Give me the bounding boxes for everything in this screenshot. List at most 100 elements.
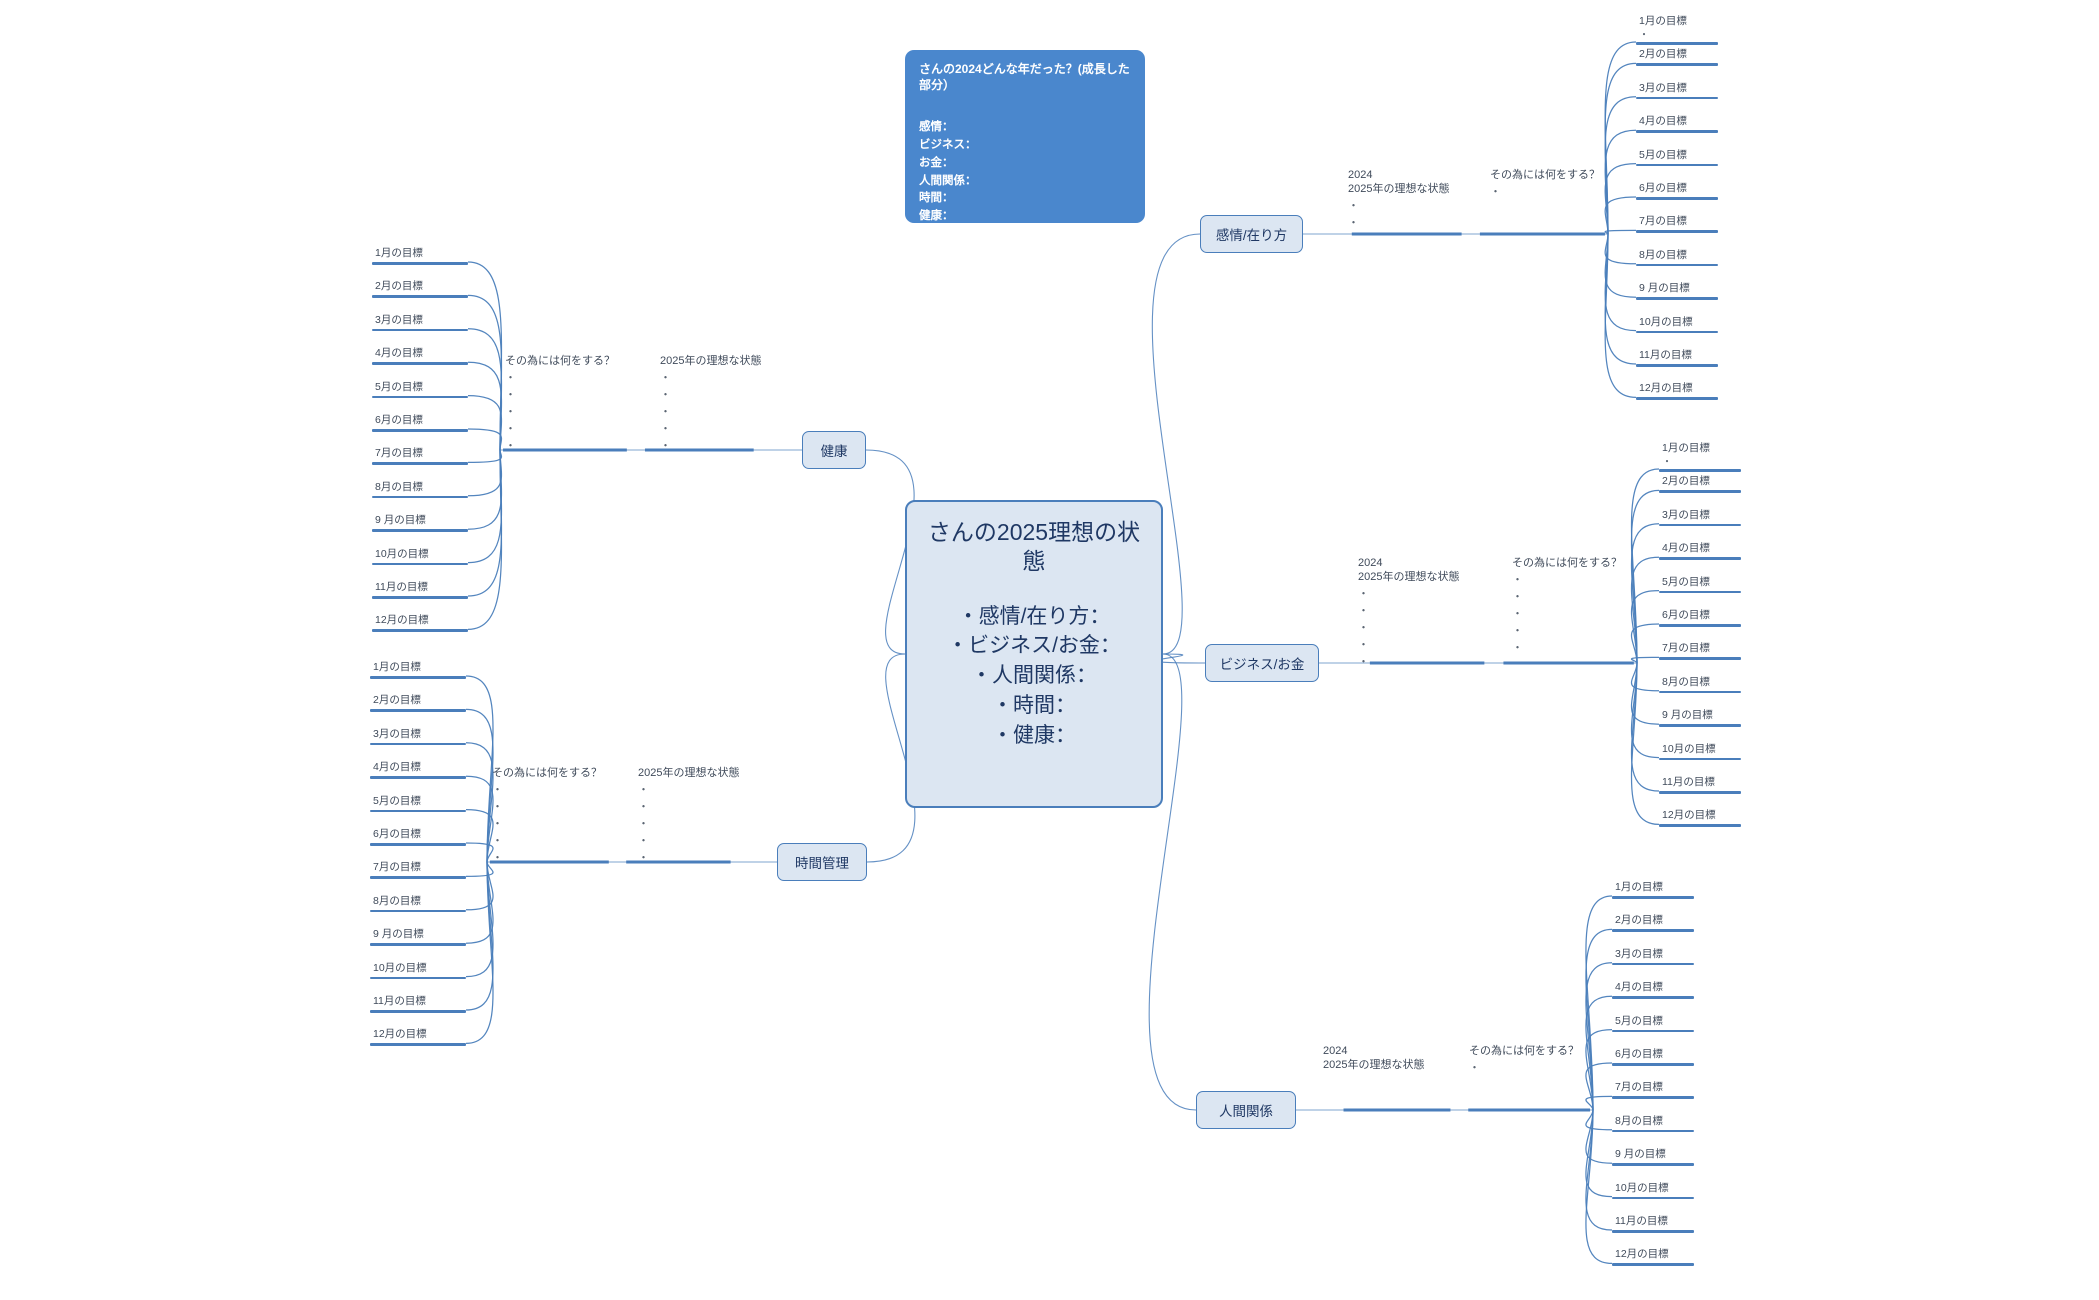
bullet-item: ・ — [660, 372, 671, 384]
month-goal-jikan-4[interactable]: 4月の目標 — [370, 760, 466, 779]
month-goal-kenkou-4[interactable]: 4月の目標 — [372, 346, 468, 365]
month-goal-kenkou-5[interactable]: 5月の目標 — [372, 380, 468, 399]
month-goal-label: 11月の目標 — [373, 995, 426, 1007]
month-goal-kenkou-2[interactable]: 2月の目標 — [372, 279, 468, 298]
month-goal-jikan-7[interactable]: 7月の目標 — [370, 860, 466, 879]
month-goal-ningen-1[interactable]: 1月の目標 — [1612, 880, 1694, 899]
branch-node-kanjou[interactable]: 感情/在り方 — [1200, 215, 1303, 253]
center-node-list: ・感情/在り方：・ビジネス/お金：・人間関係：・時間：・健康： — [921, 602, 1147, 751]
month-goal-underline — [370, 676, 466, 679]
column-header: 2025年の理想な状態 — [1358, 571, 1460, 583]
month-goal-underline — [370, 943, 466, 946]
month-goal-kenkou-12[interactable]: 12月の目標 — [372, 613, 468, 632]
month-goal-label: 5月の目標 — [1662, 575, 1710, 588]
month-goal-kanjou-7[interactable]: 7月の目標 — [1636, 214, 1718, 233]
month-goal-ningen-10[interactable]: 10月の目標 — [1612, 1181, 1694, 1200]
center-node[interactable]: さんの2025理想の状態・感情/在り方：・ビジネス/お金：・人間関係：・時間：・… — [905, 500, 1163, 808]
month-goal-label: 1月の目標 — [1639, 15, 1687, 27]
month-goal-kanjou-6[interactable]: 6月の目標 — [1636, 181, 1718, 200]
month-goal-business-5[interactable]: 5月の目標 — [1659, 575, 1741, 594]
month-goal-jikan-11[interactable]: 11月の目標 — [370, 994, 466, 1013]
month-goal-jikan-3[interactable]: 3月の目標 — [370, 727, 466, 746]
month-goal-ningen-4[interactable]: 4月の目標 — [1612, 980, 1694, 999]
column-bullets: ・・・・・ — [660, 370, 761, 455]
month-goal-ningen-12[interactable]: 12月の目標 — [1612, 1247, 1694, 1266]
month-goal-business-6[interactable]: 6月の目標 — [1659, 608, 1741, 627]
month-goal-kanjou-10[interactable]: 10月の目標 — [1636, 315, 1718, 334]
month-goal-kanjou-1[interactable]: 1月の目標・ — [1636, 14, 1718, 45]
branch-node-ningen[interactable]: 人間関係 — [1196, 1091, 1296, 1129]
column-bullets: ・ — [1469, 1060, 1579, 1077]
month-goal-kenkou-6[interactable]: 6月の目標 — [372, 413, 468, 432]
month-goal-business-7[interactable]: 7月の目標 — [1659, 641, 1741, 660]
column-bullets: ・・・・・ — [505, 370, 615, 455]
month-goal-jikan-1[interactable]: 1月の目標 — [370, 660, 466, 679]
month-goal-ningen-8[interactable]: 8月の目標 — [1612, 1114, 1694, 1133]
month-goal-label: 9 月の目標 — [1615, 1148, 1666, 1161]
month-goal-label: 7月の目標 — [375, 447, 423, 460]
bullet-item: ・ — [660, 406, 671, 418]
month-goal-business-9[interactable]: 9 月の目標 — [1659, 708, 1741, 727]
month-goal-jikan-10[interactable]: 10月の目標 — [370, 961, 466, 980]
month-goal-ningen-7[interactable]: 7月の目標 — [1612, 1080, 1694, 1099]
month-goal-kanjou-4[interactable]: 4月の目標 — [1636, 114, 1718, 133]
month-goal-jikan-2[interactable]: 2月の目標 — [370, 693, 466, 712]
month-goal-kanjou-8[interactable]: 8月の目標 — [1636, 248, 1718, 267]
month-goal-jikan-9[interactable]: 9 月の目標 — [370, 927, 466, 946]
month-goal-kanjou-5[interactable]: 5月の目標 — [1636, 148, 1718, 167]
bullet-item: ・ — [1512, 625, 1523, 637]
month-goal-jikan-12[interactable]: 12月の目標 — [370, 1027, 466, 1046]
branch-node-kenkou[interactable]: 健康 — [802, 431, 866, 469]
month-goal-underline — [1612, 996, 1694, 999]
month-goal-business-1[interactable]: 1月の目標・ — [1659, 441, 1741, 472]
month-goal-ningen-9[interactable]: 9 月の目標 — [1612, 1147, 1694, 1166]
month-goal-kenkou-1[interactable]: 1月の目標 — [372, 246, 468, 265]
month-goal-jikan-5[interactable]: 5月の目標 — [370, 794, 466, 813]
month-goal-label: 9 月の目標 — [1639, 282, 1690, 295]
month-goal-business-10[interactable]: 10月の目標 — [1659, 742, 1741, 761]
branch-node-jikan[interactable]: 時間管理 — [777, 843, 867, 881]
month-goal-label: 2月の目標 — [1639, 48, 1687, 61]
month-goal-kenkou-3[interactable]: 3月の目標 — [372, 313, 468, 332]
month-goal-label: 2月の目標 — [375, 280, 423, 293]
month-goal-ningen-6[interactable]: 6月の目標 — [1612, 1047, 1694, 1066]
month-goal-kanjou-12[interactable]: 12月の目標 — [1636, 381, 1718, 400]
month-goal-label: 12月の目標 — [1662, 809, 1716, 822]
month-goal-ningen-2[interactable]: 2月の目標 — [1612, 913, 1694, 932]
month-goal-kenkou-11[interactable]: 11月の目標 — [372, 580, 468, 599]
month-goal-jikan-6[interactable]: 6月の目標 — [370, 827, 466, 846]
month-goal-business-3[interactable]: 3月の目標 — [1659, 508, 1741, 527]
month-goal-business-11[interactable]: 11月の目標 — [1659, 775, 1741, 794]
month-goal-ningen-5[interactable]: 5月の目標 — [1612, 1014, 1694, 1033]
month-goal-label: 2月の目標 — [373, 694, 421, 707]
month-goal-business-12[interactable]: 12月の目標 — [1659, 808, 1741, 827]
month-goal-business-8[interactable]: 8月の目標 — [1659, 675, 1741, 694]
month-goal-kenkou-10[interactable]: 10月の目標 — [372, 547, 468, 566]
month-goal-business-4[interactable]: 4月の目標 — [1659, 541, 1741, 560]
month-goal-underline — [372, 362, 468, 365]
month-goal-jikan-8[interactable]: 8月の目標 — [370, 894, 466, 913]
month-goal-kenkou-9[interactable]: 9 月の目標 — [372, 513, 468, 532]
month-goal-kanjou-2[interactable]: 2月の目標 — [1636, 47, 1718, 66]
month-goal-kanjou-3[interactable]: 3月の目標 — [1636, 81, 1718, 100]
month-goal-label: 4月の目標 — [1639, 115, 1687, 128]
review-box-item: お金： — [919, 156, 954, 169]
month-goal-ningen-3[interactable]: 3月の目標 — [1612, 947, 1694, 966]
month-goal-kenkou-7[interactable]: 7月の目標 — [372, 446, 468, 465]
month-goal-label: 10月の目標 — [375, 547, 429, 560]
ideal-state-column-jikan: 2025年の理想な状態・・・・・ — [638, 768, 739, 867]
month-goal-bullet: ・ — [1662, 457, 1672, 468]
center-node-item: ・人間関係： — [971, 664, 1097, 688]
branch-node-business[interactable]: ビジネス/お金 — [1205, 644, 1319, 682]
month-goal-label: 12月の目標 — [1615, 1248, 1669, 1261]
month-goal-business-2[interactable]: 2月の目標 — [1659, 474, 1741, 493]
month-goal-ningen-11[interactable]: 11月の目標 — [1612, 1214, 1694, 1233]
month-goal-underline — [1612, 1029, 1694, 1033]
month-goal-label: 8月の目標 — [375, 480, 423, 493]
month-goal-kanjou-9[interactable]: 9 月の目標 — [1636, 281, 1718, 300]
month-goal-kenkou-8[interactable]: 8月の目標 — [372, 480, 468, 499]
month-goal-kanjou-11[interactable]: 11月の目標 — [1636, 348, 1718, 367]
column-header: 2025年の理想な状態 — [660, 355, 762, 367]
month-goal-underline — [372, 262, 468, 265]
month-goal-label: 3月の目標 — [1639, 81, 1687, 94]
